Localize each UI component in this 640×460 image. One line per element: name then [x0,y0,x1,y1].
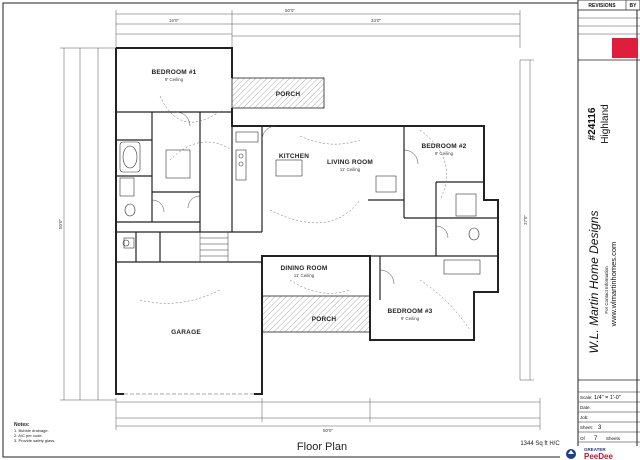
logo-line2: PeeDee [584,452,613,460]
room-bedroom1-ceiling: 9' Ceiling [165,77,184,82]
plan-title: Floor Plan [297,441,347,453]
company-name: W.L. Martin Home Designs [587,211,601,354]
company-sub: For Contact Information [604,266,609,314]
plan-number: #24116 [587,107,598,140]
note-2: 2. A/C per code. [14,433,43,438]
room-dining-label: DINING ROOM [281,265,328,272]
note-1: 1. Bubble drainage. [14,428,49,433]
room-dining-ceiling: 11' Ceiling [294,273,315,278]
fixtures [119,131,481,275]
date-label: Date: [580,405,591,410]
sheets-label: Sheets [606,436,621,441]
room-bedroom2-ceiling: 9' Ceiling [435,151,454,156]
red-tab-mark [612,38,638,58]
job-label: Job: [580,415,589,420]
door-swings [151,111,449,285]
dim-top-left: 16'0" [169,18,179,23]
revisions-label: REVISIONS [588,3,616,9]
notes-title: Notes: [14,422,30,428]
logo-line1: GREATER [584,447,606,452]
sheet-label: Sheet: [580,425,593,430]
room-porch-top-label: PORCH [276,91,301,98]
room-living-label: LIVING ROOM [327,159,373,166]
company-website: www.wlmartinhomes.com [609,242,618,328]
room-bedroom2-label: BEDROOM #2 [422,143,467,150]
stairs [199,231,229,263]
plan-name: Highland [600,104,611,143]
dimension-lines [60,10,541,430]
exterior-walls [115,47,499,395]
dim-top-overall: 50'0" [285,8,295,13]
room-garage-label: GARAGE [171,329,201,336]
of-label: Of [580,436,586,441]
top-porch-floor [231,77,325,109]
bottom-porch-floor [261,295,371,333]
dim-top-right: 33'0" [371,18,381,23]
note-3: 3. Provide safety glass. [14,438,55,443]
sheet-value: 3 [598,425,602,431]
dim-left-overall: 50'0" [58,219,63,229]
dim-bottom-overall: 50'0" [323,428,333,433]
area-note: 1344 Sq ft H/C [520,441,560,447]
scale-value: 1/4" = 1'-0" [594,395,621,401]
room-porch-bottom-label: PORCH [312,316,337,323]
interior-walls [116,111,498,300]
room-bedroom3-ceiling: 9' Ceiling [401,316,420,321]
room-bedroom1-label: BEDROOM #1 [152,69,197,76]
title-block [577,0,640,460]
of-value: 7 [594,436,598,442]
by-label: BY [630,3,638,9]
electrical-lines [139,95,471,331]
greater-peedee-logo: GREATER PeeDee [560,446,640,460]
scale-label: Scale: [580,395,593,400]
dim-right-overall: 37'0" [523,215,528,225]
room-kitchen-label: KITCHEN [279,153,309,160]
room-bedroom3-label: BEDROOM #3 [388,308,433,315]
room-living-ceiling: 11' Ceiling [340,167,361,172]
